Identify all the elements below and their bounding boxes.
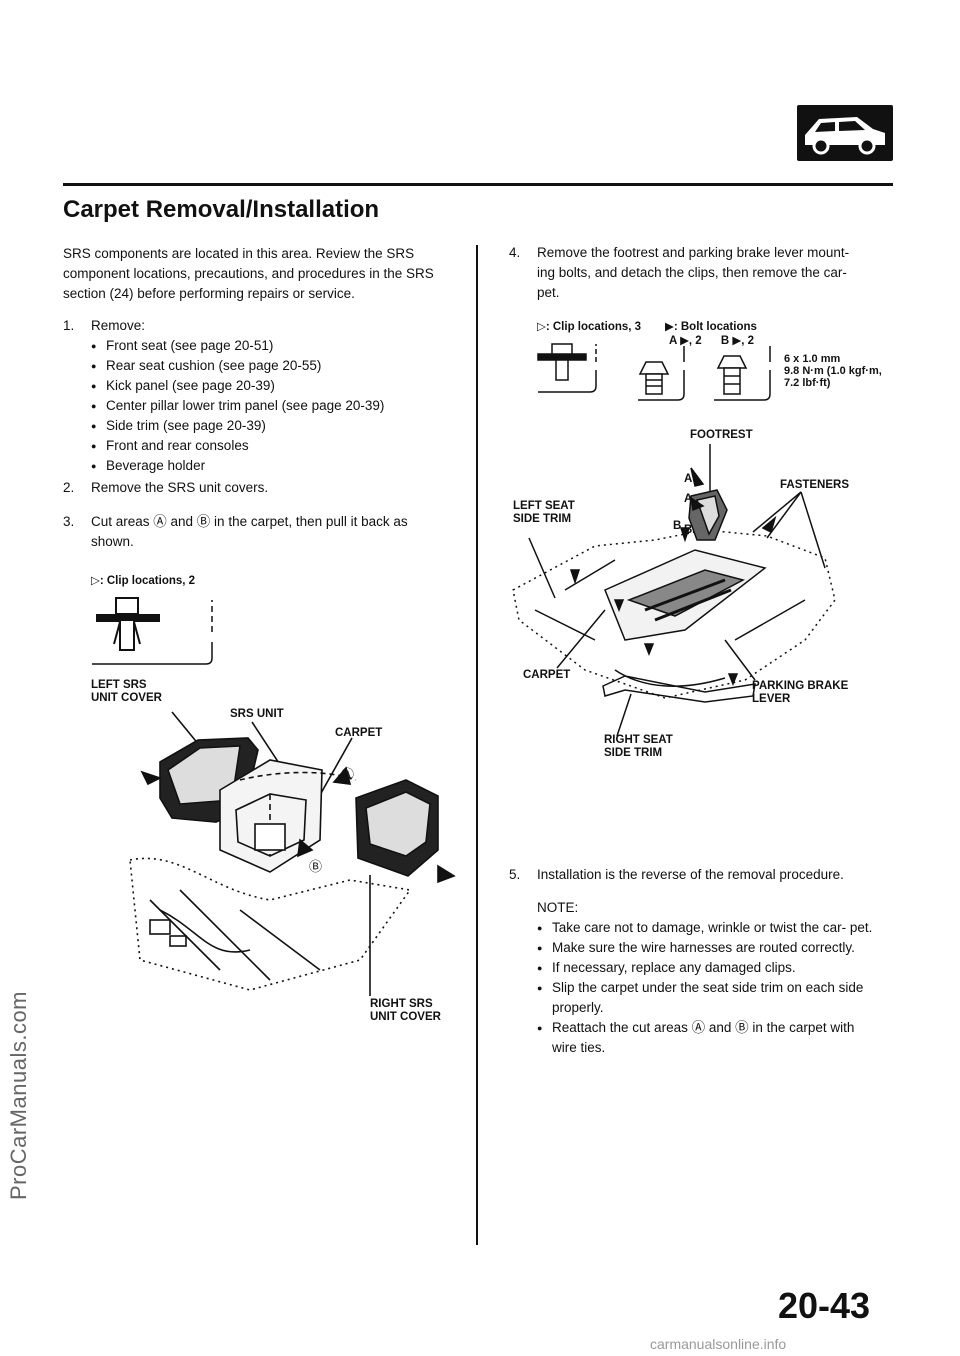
step-1-text: Remove: — [91, 318, 146, 333]
right-cover-line-1: RIGHT SRS — [370, 998, 433, 1010]
parking-brake-line-1: PARKING BRAKE — [752, 680, 849, 692]
header-rule — [63, 183, 893, 186]
column-divider — [476, 245, 478, 1245]
list-item: Take care not to damage, wrinkle or twis… — [537, 918, 877, 938]
list-item: Rear seat cushion (see page 20-55) — [91, 356, 461, 376]
left-cover-line-1: LEFT SRS — [91, 679, 147, 691]
list-item: Slip the carpet under the seat side trim… — [537, 978, 877, 1018]
step-2-number: 2. — [63, 480, 75, 495]
intro-paragraph: SRS components are located in this area.… — [63, 246, 434, 301]
right-seat-trim-label: RIGHT SEAT SIDE TRIM — [604, 734, 673, 760]
bolt-counts: A ▶, 2 B ▶, 2 — [669, 335, 755, 347]
page-number: 20-43 — [778, 1285, 871, 1326]
remove-list: Front seat (see page 20-51) Rear seat cu… — [91, 336, 461, 476]
bolt-label: ▶: Bolt locations — [665, 321, 757, 333]
step-4: 4. Remove the footrest and parking brake… — [509, 243, 889, 303]
list-item: Kick panel (see page 20-39) — [91, 376, 461, 396]
step-4-line-2: ing bolts, and detach the clips, then re… — [537, 265, 847, 280]
step-5-text: Installation is the reverse of the remov… — [537, 867, 844, 882]
right-cover-line-2: UNIT COVER — [370, 1011, 441, 1023]
left-seat-trim-label: LEFT SEAT SIDE TRIM — [513, 500, 575, 526]
marker-b-left: Ⓑ — [309, 859, 323, 874]
list-item: Side trim (see page 20-39) — [91, 416, 461, 436]
step-3-number: 3. — [63, 514, 75, 529]
step-3-line-2: shown. — [91, 534, 134, 549]
clip-and-bolt-icons — [537, 343, 771, 401]
left-cover-label: LEFT SRS UNIT COVER — [91, 679, 162, 705]
list-item: Beverage holder — [91, 456, 461, 476]
list-item: Front and rear consoles — [91, 436, 461, 456]
right-cover-label: RIGHT SRS UNIT COVER — [370, 998, 441, 1024]
left-cover-line-2: UNIT COVER — [91, 692, 162, 704]
footer-url: carmanualsonline.info — [650, 1336, 787, 1352]
carpet-label-left: CARPET — [335, 727, 383, 739]
step-5-number: 5. — [509, 867, 521, 882]
fasteners-label: FASTENERS — [780, 479, 850, 491]
page-title: Carpet Removal/Installation — [63, 196, 380, 223]
list-item: If necessary, replace any damaged clips. — [537, 958, 877, 978]
right-clip-label: ▷: Clip locations, 3 — [537, 321, 642, 333]
list-item: Make sure the wire harnesses are routed … — [537, 938, 877, 958]
step-2-text: Remove the SRS unit covers. — [91, 480, 269, 495]
list-item: Center pillar lower trim panel (see page… — [91, 396, 461, 416]
step-3: 3. Cut areas Ⓐ and Ⓑ in the carpet, then… — [63, 512, 463, 554]
bolt-letter-b-1: B — [673, 520, 682, 532]
step-4-number: 4. — [509, 245, 521, 260]
step-4-line-3: pet. — [537, 285, 560, 300]
carpet-label-right: CARPET — [523, 669, 571, 681]
torque-spec: 6 x 1.0 mm 9.8 N·m (1.0 kgf·m, 7.2 lbf·f… — [784, 353, 882, 389]
list-item: Reattach the cut areas Ⓐ and Ⓑ in the ca… — [537, 1018, 877, 1058]
torque-line-3: 7.2 lbf·ft) — [784, 377, 831, 389]
parking-brake-label: PARKING BRAKE LEVER — [752, 680, 848, 706]
carpet-diagram — [512, 444, 836, 737]
right-seat-trim-line-2: SIDE TRIM — [604, 747, 663, 759]
left-seat-trim-line-2: SIDE TRIM — [513, 513, 572, 525]
torque-line-1: 6 x 1.0 mm — [784, 353, 841, 365]
srs-unit-diagram — [129, 711, 456, 996]
step-3-line-1: Cut areas Ⓐ and Ⓑ in the carpet, then pu… — [91, 514, 408, 529]
step-4-line-1: Remove the footrest and parking brake le… — [537, 245, 850, 260]
side-watermark: ProCarManuals.com — [6, 990, 31, 1200]
note-label: NOTE: — [537, 900, 579, 915]
bolt-letter-a-2: A — [684, 493, 693, 505]
clip-icon — [92, 597, 213, 665]
bolt-letter-a-1: A — [684, 473, 693, 485]
step-1-number: 1. — [63, 318, 75, 333]
left-clip-label: ▷: Clip locations, 2 — [91, 575, 196, 587]
notes-list: Take care not to damage, wrinkle or twis… — [537, 918, 877, 1058]
list-item: Front seat (see page 20-51) — [91, 336, 461, 356]
srs-unit-label: SRS UNIT — [230, 708, 284, 720]
car-section-icon — [797, 105, 893, 161]
torque-line-2: 9.8 N·m (1.0 kgf·m, — [784, 365, 882, 377]
footrest-label: FOOTREST — [690, 429, 753, 441]
right-seat-trim-line-1: RIGHT SEAT — [604, 734, 673, 746]
left-seat-trim-line-1: LEFT SEAT — [513, 500, 575, 512]
parking-brake-line-2: LEVER — [752, 693, 791, 705]
